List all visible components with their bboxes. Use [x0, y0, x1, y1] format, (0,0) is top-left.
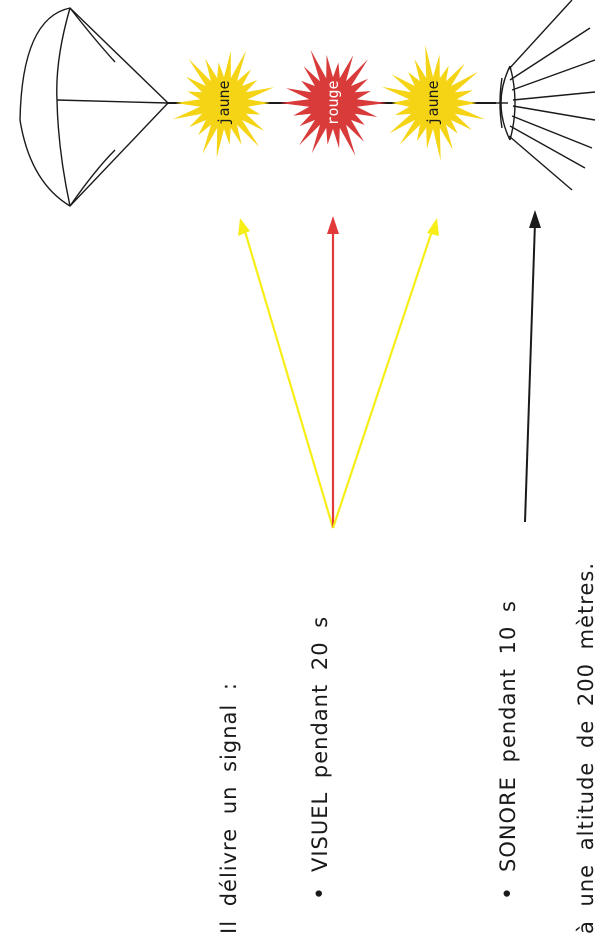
bullet-icon: •	[496, 886, 521, 900]
altitude-label: à une altitude de 200 mètres.	[574, 561, 596, 934]
bullet-icon: •	[308, 886, 333, 900]
intro-label: Il délivre un signal :	[217, 682, 241, 934]
altitude-text: à une altitude de 200 mètres.	[574, 561, 596, 934]
burst-jaune-2	[381, 45, 485, 161]
arrow-yellow-right-head	[427, 218, 439, 236]
burst-rouge-1	[279, 49, 388, 156]
arrow-yellow-left	[242, 227, 335, 529]
visual-label: VISUEL pendant 20 s	[308, 615, 332, 873]
sound-label: SONORE pendant 10 s	[496, 600, 520, 873]
bursts-group: jaune rouge jaune	[172, 45, 485, 161]
intro-text: Il délivre un signal :	[217, 682, 241, 934]
arrow-black-head	[529, 210, 541, 228]
arrow-red-head	[327, 216, 339, 234]
burst-label-1: rouge	[324, 80, 342, 125]
burst-label-0: jaune	[215, 80, 233, 125]
burst-jaune-0	[172, 50, 274, 158]
arrow-yellow-right	[331, 227, 435, 529]
burst-label-2: jaune	[424, 80, 442, 125]
sound-line: • SONORE pendant 10 s	[496, 600, 521, 900]
arrows	[238, 210, 541, 529]
horn-icon	[496, 0, 596, 191]
visual-line: • VISUEL pendant 20 s	[308, 615, 333, 900]
parachute-icon	[19, 7, 169, 207]
arrow-yellow-left-head	[238, 218, 250, 236]
arrow-black	[524, 221, 536, 523]
